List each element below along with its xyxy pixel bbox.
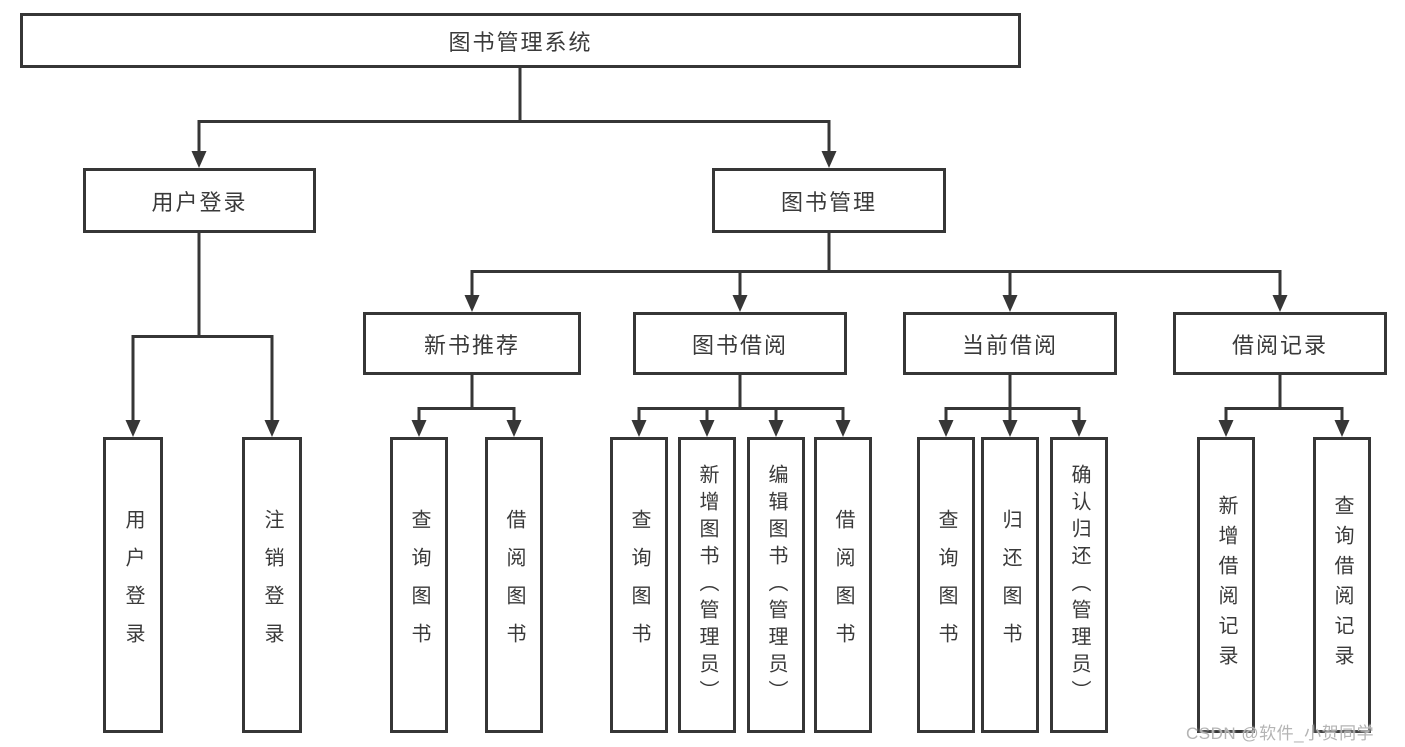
- leaf-logout: 注销登录: [242, 437, 302, 733]
- arrowhead: [1218, 420, 1234, 437]
- arrowhead: [821, 151, 837, 168]
- leaf-query-books-current: 查询图书: [917, 437, 975, 733]
- arrowheads: [125, 151, 1350, 437]
- arrowhead: [464, 295, 480, 312]
- arrowhead: [1334, 420, 1350, 437]
- leaf-query-books-recommend: 查询图书: [390, 437, 448, 733]
- node-new-book-recommendation: 新书推荐: [363, 312, 581, 375]
- leaf-return-book: 归还图书: [981, 437, 1039, 733]
- arrowhead: [411, 420, 427, 437]
- node-user-login: 用户登录: [83, 168, 316, 233]
- arrowhead: [732, 295, 748, 312]
- arrowhead: [699, 420, 715, 437]
- leaf-edit-book-admin: 编辑图书（管理员）: [747, 437, 805, 733]
- leaf-user-login: 用户登录: [103, 437, 163, 733]
- leaf-add-borrow-record: 新增借阅记录: [1197, 437, 1255, 733]
- connector-new-book-to-leaves: [417, 375, 516, 424]
- leaf-query-books-borrow: 查询图书: [610, 437, 668, 733]
- arrowhead: [125, 420, 141, 437]
- arrowhead: [1002, 295, 1018, 312]
- arrowhead: [506, 420, 522, 437]
- arrowhead: [631, 420, 647, 437]
- arrowhead: [938, 420, 954, 437]
- arrowhead: [835, 420, 851, 437]
- connector-user-login-to-leaves: [131, 233, 274, 424]
- connector-current-borrow-to-leaves: [944, 375, 1081, 424]
- arrowhead: [1272, 295, 1288, 312]
- connector-paths: [131, 68, 1344, 424]
- node-library-management-system: 图书管理系统: [20, 13, 1021, 68]
- leaf-query-borrow-record: 查询借阅记录: [1313, 437, 1371, 733]
- node-borrowing-records: 借阅记录: [1173, 312, 1387, 375]
- node-current-borrowing: 当前借阅: [903, 312, 1117, 375]
- connector-root-to-level2: [197, 68, 831, 153]
- connector-book-management-to-headers: [470, 233, 1282, 297]
- connector-book-borrow-to-leaves: [637, 375, 845, 424]
- connector-borrow-records-to-leaves: [1224, 375, 1344, 424]
- arrowhead: [191, 151, 207, 168]
- node-book-management: 图书管理: [712, 168, 946, 233]
- arrowhead: [264, 420, 280, 437]
- node-book-borrowing: 图书借阅: [633, 312, 847, 375]
- arrowhead: [768, 420, 784, 437]
- csdn-watermark: CSDN @软件_小贺同学: [1186, 724, 1375, 743]
- arrowhead: [1071, 420, 1087, 437]
- arrowhead: [1002, 420, 1018, 437]
- leaf-add-book-admin: 新增图书（管理员）: [678, 437, 736, 733]
- leaf-borrow-books: 借阅图书: [814, 437, 872, 733]
- leaf-borrow-books-recommend: 借阅图书: [485, 437, 543, 733]
- leaf-confirm-return-admin: 确认归还（管理员）: [1050, 437, 1108, 733]
